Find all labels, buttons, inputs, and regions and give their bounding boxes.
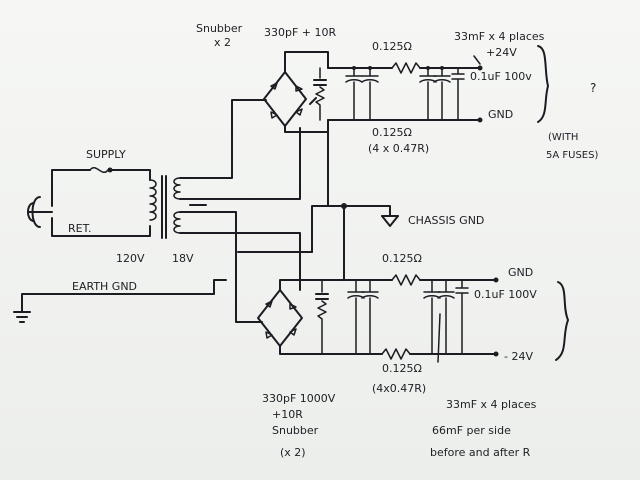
resistor-top — [391, 62, 421, 74]
snubber-top — [313, 67, 327, 121]
label-res-top-2: 0.125Ω — [372, 126, 412, 139]
resistor-icon — [315, 86, 325, 121]
label-note-line2: before and after R — [430, 446, 531, 459]
label-res-bot2: 0.125Ω — [382, 362, 422, 375]
label-snubber-top-value: 330pF + 10R — [264, 26, 337, 39]
label-snubber-bot-r: +10R — [272, 408, 303, 421]
label-gnd-top: GND — [488, 108, 513, 121]
return-line — [51, 217, 151, 237]
label-cap-small-bot: 0.1uF 100V — [474, 288, 537, 301]
label-question: ? — [590, 81, 596, 95]
label-res-top-detail: (4 x 0.47R) — [368, 142, 429, 155]
label-120v: 120V — [116, 252, 145, 265]
label-snubber-top-qty: x 2 — [214, 36, 231, 49]
transformer — [149, 175, 191, 239]
snubber-bottom — [315, 279, 329, 355]
capacitor-bank-top-left — [345, 66, 379, 121]
resistor-icon — [317, 300, 327, 355]
chassis-ground-icon — [381, 215, 399, 227]
fuse-icon — [89, 167, 109, 173]
label-snubber-bot-value: 330pF 1000V — [262, 392, 336, 405]
supply-line — [51, 167, 151, 207]
label-fuses: 5A FUSES) — [546, 150, 598, 161]
label-gnd-bot: GND — [508, 266, 533, 279]
label-snubber-bot: Snubber — [272, 424, 319, 437]
secondary-coil-bottom-icon — [173, 211, 181, 234]
label-18v: 18V — [172, 252, 194, 265]
label-snubber-top: Snubber — [196, 22, 243, 35]
label-res-bot: 0.125Ω — [382, 252, 422, 265]
ac-input-connector — [27, 196, 53, 228]
label-res-top: 0.125Ω — [372, 40, 412, 53]
label-supply: SUPPLY — [86, 148, 126, 161]
label-cap-top: 33mF x 4 places — [454, 30, 545, 43]
earth-ground-icon — [13, 311, 31, 323]
label-with: (WITH — [548, 132, 578, 143]
bracket-bottom — [555, 281, 569, 361]
capacitor-bank-bottom-left — [347, 279, 379, 355]
label-minus24v: - 24V — [504, 350, 533, 363]
bridge-rectifier-bottom — [257, 289, 303, 347]
capacitor-bank-bottom-right — [423, 279, 469, 355]
label-chassis-gnd: CHASSIS GND — [408, 214, 484, 227]
label-res-bot2-detail: (4x0.47R) — [372, 382, 426, 395]
label-cap-bot: 33mF x 4 places — [446, 398, 537, 411]
primary-coil-icon — [149, 179, 157, 221]
diode-icon — [265, 300, 297, 339]
bracket-top — [537, 45, 549, 123]
secondary-coil-top-icon — [173, 177, 181, 200]
label-earth-gnd: EARTH GND — [72, 280, 137, 293]
label-ret: RET. — [68, 222, 92, 235]
capacitor-bank-top-right — [419, 66, 465, 121]
bridge-rectifier-top — [263, 71, 307, 127]
resistor-bottom — [381, 348, 411, 360]
resistor-bottom-top — [391, 274, 421, 286]
label-plus24v: +24V — [486, 46, 517, 59]
label-snubber-bot-qty: (x 2) — [280, 446, 306, 459]
label-cap-small-top: 0.1uF 100v — [470, 70, 532, 83]
label-note-line1: 66mF per side — [432, 424, 511, 437]
diode-icon — [270, 82, 303, 119]
